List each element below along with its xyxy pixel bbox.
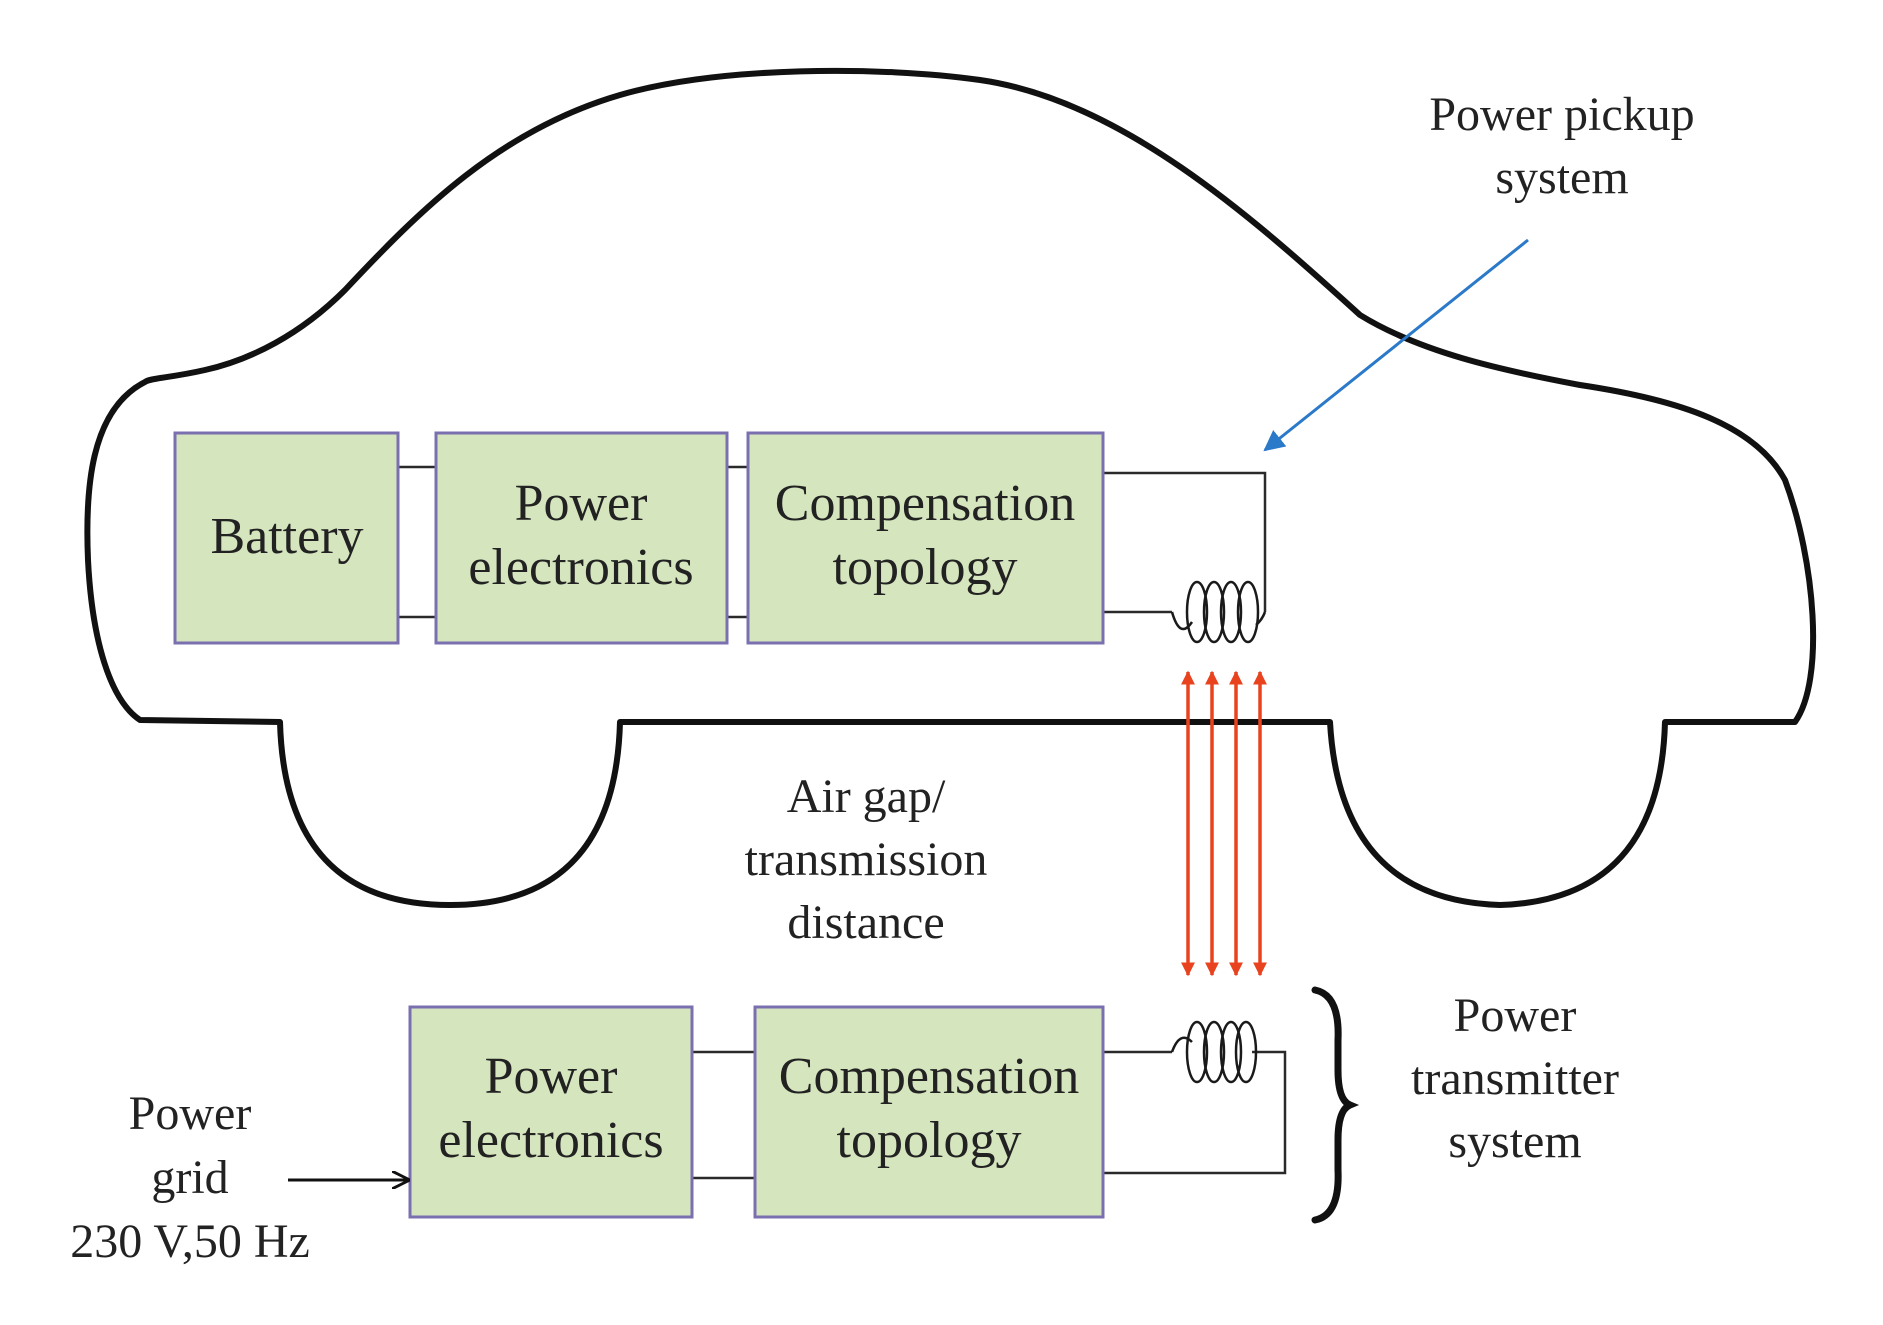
pickup-label-1: Power pickup — [1429, 88, 1694, 141]
ground-compensation-block — [753, 1005, 1105, 1219]
transmitter-label-3: system — [1448, 1115, 1581, 1168]
ground-pe-label-2: electronics — [438, 1112, 663, 1169]
vehicle-compensation-block — [746, 431, 1105, 645]
battery-label: Battery — [210, 508, 363, 565]
air-gap-label-1: Air gap/ — [787, 770, 946, 823]
transmitter-brace — [1311, 986, 1360, 1224]
air-gap-label-3: distance — [787, 896, 944, 949]
vehicle-pe-label-2: electronics — [468, 539, 693, 596]
pickup-label-2: system — [1495, 151, 1628, 204]
pickup-arrow — [1263, 238, 1529, 452]
transmitter-label-1: Power — [1454, 989, 1577, 1042]
vehicle-comp-label-1: Compensation — [775, 475, 1075, 532]
vehicle-comp-label-2: topology — [833, 539, 1018, 596]
air-gap-label-2: transmission — [745, 833, 988, 886]
grid-label-1: Power — [129, 1087, 252, 1140]
battery-block — [173, 431, 400, 645]
magnetic-field-arrows — [1181, 670, 1267, 977]
transmitter-coil — [1170, 1020, 1258, 1084]
ground-comp-label-1: Compensation — [779, 1048, 1079, 1105]
pickup-coil — [1170, 580, 1267, 644]
ground-power-electronics-block — [408, 1005, 694, 1219]
vehicle-power-electronics-block — [434, 431, 729, 645]
ground-comp-label-2: topology — [837, 1112, 1022, 1169]
grid-label-2: grid — [151, 1151, 228, 1204]
grid-label-3: 230 V,50 Hz — [70, 1215, 310, 1268]
car-outline — [84, 67, 1817, 908]
ground-pe-label-1: Power — [485, 1048, 618, 1105]
vehicle-pe-label-1: Power — [515, 475, 648, 532]
transmitter-label-2: transmitter — [1411, 1052, 1619, 1105]
